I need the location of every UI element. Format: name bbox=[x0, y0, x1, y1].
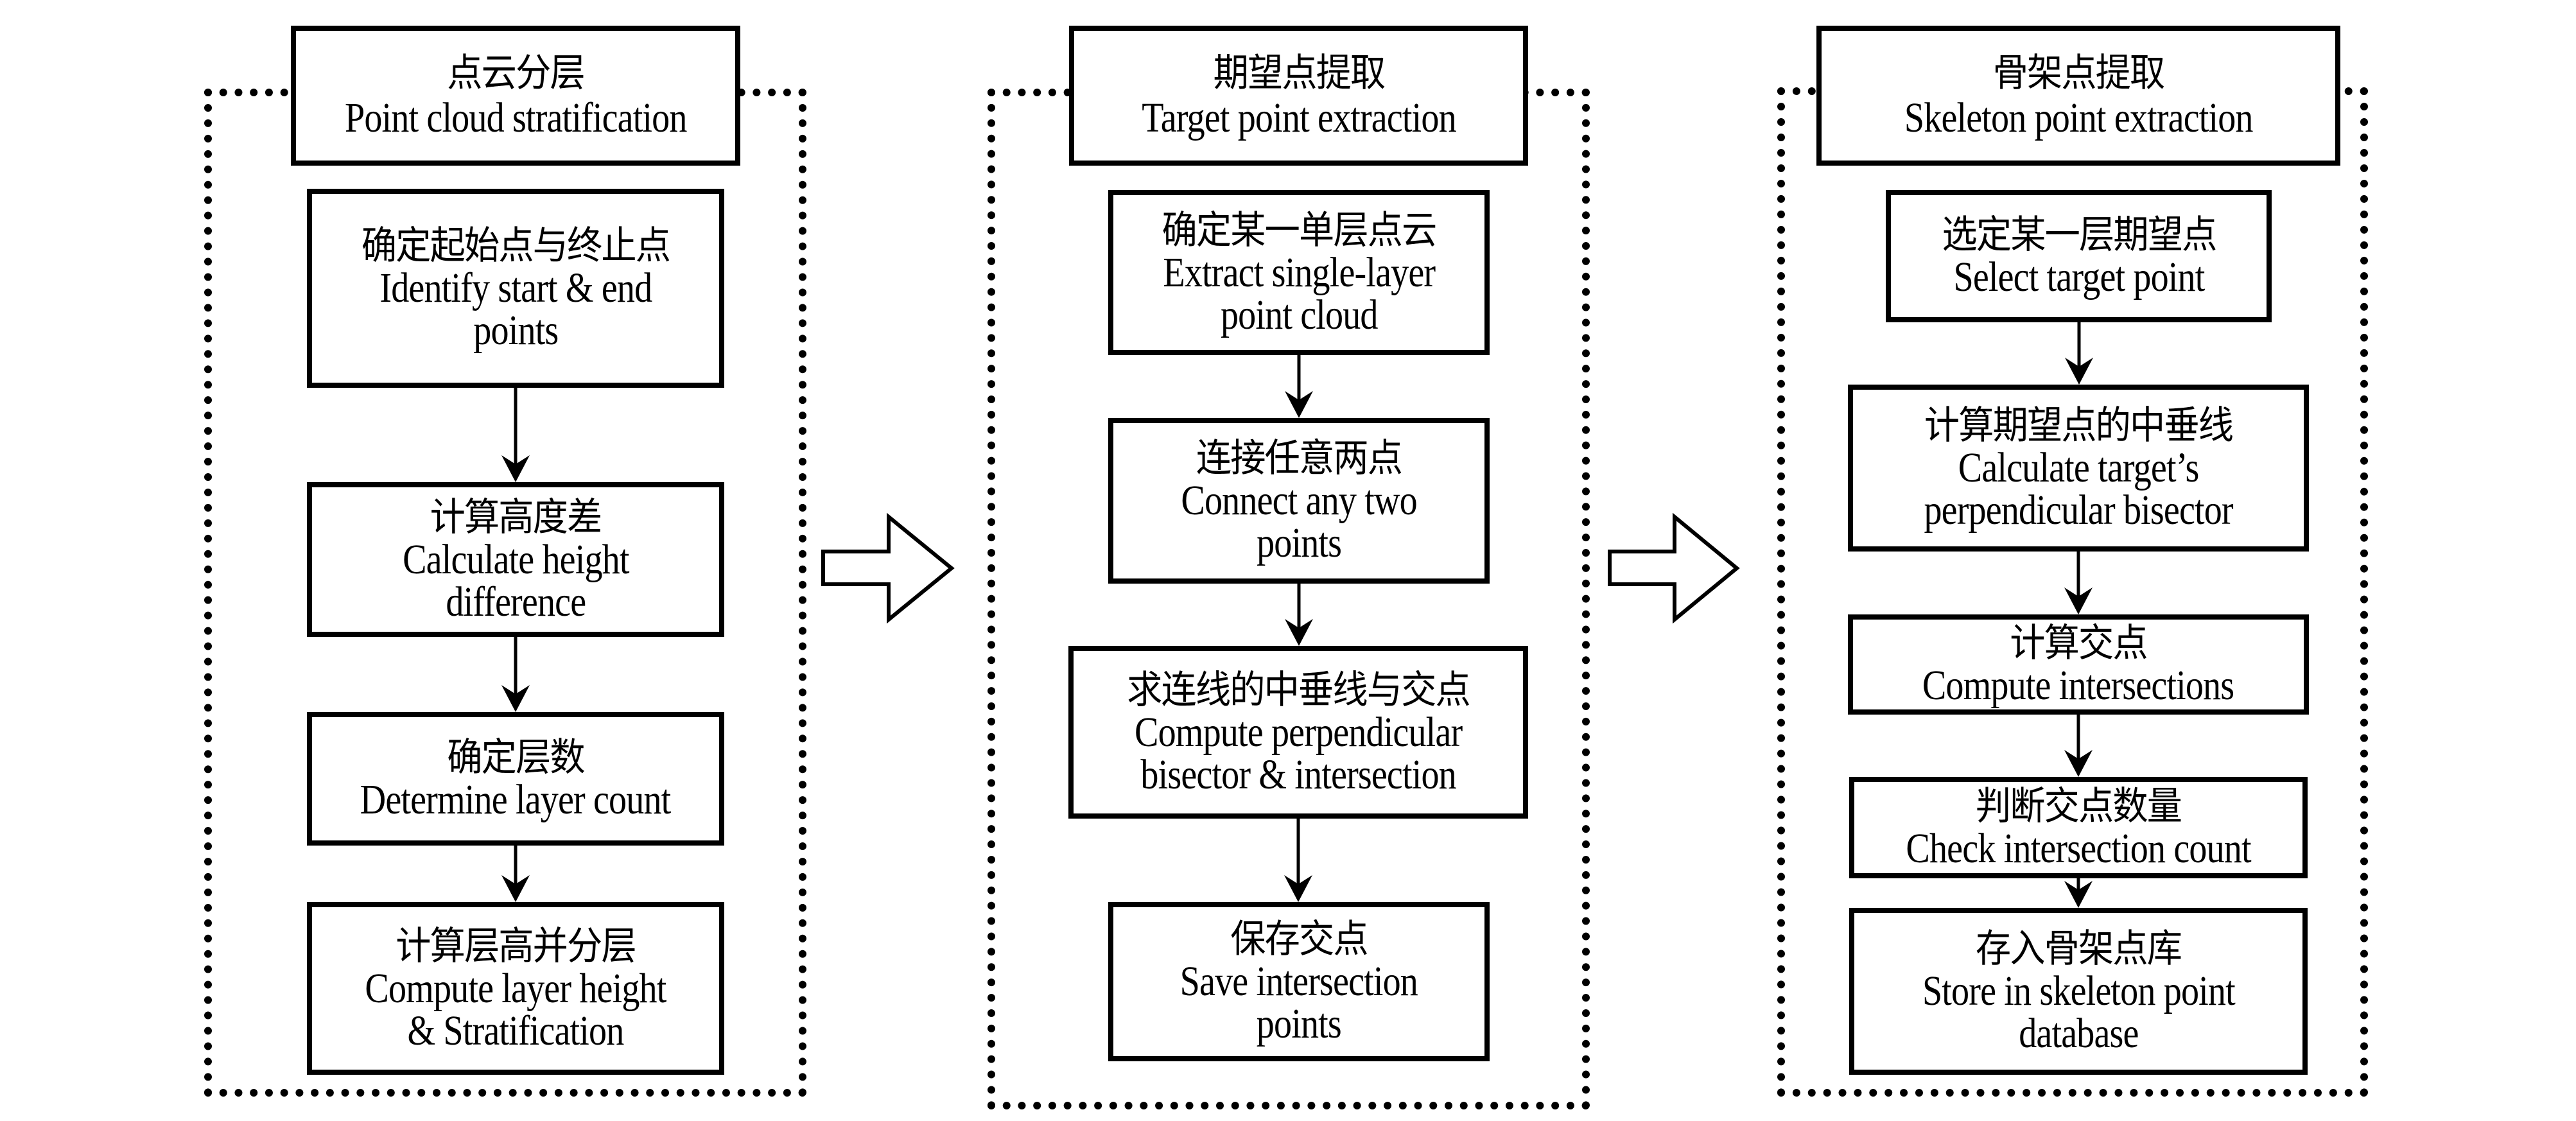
step-label-en: Connect any two points bbox=[1181, 477, 1417, 566]
step-label-zh: 连接任意两点 bbox=[1196, 437, 1403, 480]
step-label-zh: 确定起始点与终止点 bbox=[361, 225, 671, 267]
stage-2-header: 期望点提取 Target point extraction bbox=[1069, 26, 1528, 166]
step-label-en: Compute perpendicular bisector & interse… bbox=[1134, 708, 1463, 798]
stage-2-step-1: 确定某一单层点云 Extract single-layer point clou… bbox=[1108, 190, 1490, 355]
step-label-zh: 确定某一单层点云 bbox=[1162, 209, 1438, 252]
stage-2-title-zh: 期望点提取 bbox=[1213, 52, 1386, 94]
step-label-en: Calculate target’s perpendicular bisecto… bbox=[1924, 444, 2233, 534]
step-label-zh: 计算期望点的中垂线 bbox=[1924, 404, 2234, 447]
step-label-en: Determine layer count bbox=[360, 776, 672, 823]
step-label-zh: 确定层数 bbox=[447, 736, 585, 779]
step-label-zh: 求连线的中垂线与交点 bbox=[1127, 668, 1470, 711]
stage-3-title-en: Skeleton point extraction bbox=[1904, 94, 2254, 141]
step-label-en: Calculate height difference bbox=[402, 535, 629, 625]
stage-1-step-3: 确定层数 Determine layer count bbox=[307, 712, 724, 846]
step-label-zh: 判断交点数量 bbox=[1975, 785, 2182, 828]
step-label-en: Compute intersections bbox=[1922, 662, 2234, 709]
stage-3-step-3: 计算交点 Compute intersections bbox=[1848, 614, 2309, 715]
step-label-zh: 保存交点 bbox=[1230, 918, 1368, 960]
stage-3-step-5: 存入骨架点库 Store in skeleton point database bbox=[1849, 908, 2308, 1075]
stage-2-frame bbox=[988, 89, 1590, 1109]
stage-2-title-en: Target point extraction bbox=[1141, 94, 1456, 141]
step-label-en: Check intersection count bbox=[1906, 825, 2251, 872]
stage-3-step-4: 判断交点数量 Check intersection count bbox=[1849, 777, 2308, 878]
step-label-en: Identify start & end points bbox=[379, 265, 652, 354]
stage-2-step-4: 保存交点 Save intersection points bbox=[1108, 902, 1490, 1061]
stage-1-title-zh: 点云分层 bbox=[447, 52, 585, 94]
stage-arrow-1-icon bbox=[821, 512, 955, 624]
stage-1-step-2: 计算高度差 Calculate height difference bbox=[307, 482, 724, 637]
step-label-en: Store in skeleton point database bbox=[1922, 968, 2236, 1057]
stage-1-step-1: 确定起始点与终止点 Identify start & end points bbox=[307, 189, 724, 388]
stage-1-step-4: 计算层高并分层 Compute layer height & Stratific… bbox=[307, 902, 724, 1075]
stage-2-step-2: 连接任意两点 Connect any two points bbox=[1108, 418, 1490, 584]
step-label-en: Extract single-layer point cloud bbox=[1163, 248, 1436, 338]
stage-3-step-2: 计算期望点的中垂线 Calculate target’s perpendicul… bbox=[1848, 385, 2309, 552]
stage-1-title-en: Point cloud stratification bbox=[344, 94, 687, 141]
step-label-zh: 存入骨架点库 bbox=[1975, 928, 2182, 970]
stage-3-step-1: 选定某一层期望点 Select target point bbox=[1886, 190, 2272, 322]
stage-2-step-3: 求连线的中垂线与交点 Compute perpendicular bisecto… bbox=[1068, 646, 1528, 819]
stage-arrow-2-icon bbox=[1608, 512, 1740, 624]
step-label-zh: 选定某一层期望点 bbox=[1942, 214, 2217, 256]
step-label-zh: 计算交点 bbox=[2010, 622, 2148, 665]
step-label-en: Compute layer height & Stratification bbox=[365, 964, 666, 1054]
step-label-en: Save intersection points bbox=[1179, 958, 1418, 1047]
step-label-zh: 计算高度差 bbox=[430, 496, 603, 539]
step-label-zh: 计算层高并分层 bbox=[396, 925, 636, 968]
stage-3-header: 骨架点提取 Skeleton point extraction bbox=[1816, 26, 2340, 166]
stage-3-title-zh: 骨架点提取 bbox=[1992, 52, 2166, 94]
step-label-en: Select target point bbox=[1953, 254, 2205, 300]
stage-1-header: 点云分层 Point cloud stratification bbox=[291, 26, 740, 166]
